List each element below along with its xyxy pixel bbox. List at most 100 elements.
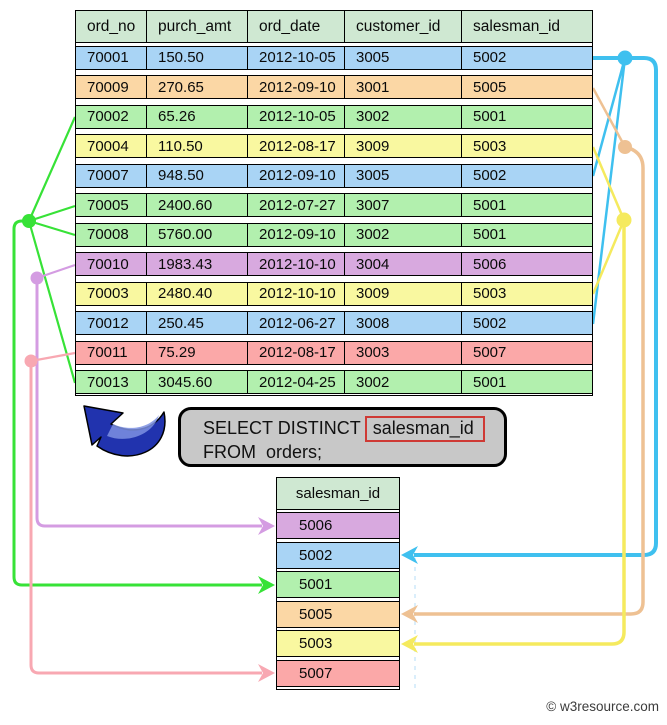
table-cell: 270.65 [146,76,247,98]
table-cell: 3003 [344,341,461,364]
table-cell: 150.50 [146,46,247,69]
table-cell: 250.45 [146,312,247,334]
query-highlighted-column: salesman_id [364,415,485,442]
table-cell: 5001 [461,105,591,128]
table-cell: 70009 [87,78,129,96]
result-value: 5001 [299,576,333,593]
table-cell: 5001 [461,223,591,246]
result-value: 5007 [299,664,333,682]
blue-connector-line [414,56,658,557]
result-row: 5006 [277,512,399,539]
result-value: 5003 [299,635,333,652]
purple-connector-line [35,278,262,528]
table-cell: 2012-06-27 [247,312,344,334]
peach-connector-line [414,145,645,616]
table-cell: 5002 [461,312,591,334]
green-fan-lines [27,116,77,384]
table-cell: 5003 [461,282,591,305]
table-cell: 2012-08-17 [247,341,344,364]
result-table: salesman_id 5006 5002 5001 5005 5003 5007 [276,477,400,690]
table-cell: 3002 [344,371,461,393]
table-cell: 3004 [344,253,461,275]
table-cell: 5005 [461,76,591,98]
table-cell: 5002 [461,46,591,69]
table-cell: 110.50 [146,135,247,157]
table-cell: 5001 [461,194,591,216]
table-cell: 2012-07-27 [247,194,344,216]
table-cell: 70012 [87,314,129,332]
table-cell: 3005 [344,164,461,187]
yellow-connector-line [414,220,626,646]
pink-arrow-right-icon [258,664,275,682]
table-cell: 70008 [87,226,129,243]
yellow-fan-lines [591,146,626,295]
table-cell: 5760.00 [146,223,247,246]
table-cell: 70004 [87,137,129,155]
table-cell: 3002 [344,223,461,246]
table-cell: 3005 [344,46,461,69]
column-header-salesman_id: salesman_id [461,11,591,42]
table-cell: 3009 [344,282,461,305]
table-cell: 2012-10-10 [247,253,344,275]
table-cell: 2012-10-10 [247,282,344,305]
pink-fan-lines [30,351,76,363]
table-cell: 948.50 [146,164,247,187]
table-cell: 3045.60 [146,371,247,393]
table-cell: 5006 [461,253,591,275]
purple-fan-lines [36,263,76,280]
table-cell: 1983.43 [146,253,247,275]
column-header-customer_id: customer_id [344,11,461,42]
green-arrow-right-icon [258,576,275,594]
result-value: 5002 [299,546,333,564]
table-cell: 70005 [87,196,129,214]
result-row: 5002 [277,541,399,569]
curved-arrow-icon [83,405,166,457]
pink-connector-line [29,361,262,675]
table-cell: 70010 [87,255,129,273]
pink-junction-dot [24,354,38,368]
result-table-header: salesman_id [277,478,399,510]
table-cell: 70002 [87,108,129,125]
table-cell: 3001 [344,76,461,98]
blue-arrow-left-icon [401,546,418,564]
table-cell: 65.26 [146,105,247,128]
result-value: 5006 [299,517,333,534]
table-cell: 2012-08-17 [247,135,344,157]
green-junction-dot [22,214,36,228]
table-cell: 70007 [87,167,129,184]
table-cell: 2400.60 [146,194,247,216]
table-cell: 70011 [87,344,128,361]
result-row: 5005 [277,600,399,628]
copyright: © w3resource.com [546,699,659,714]
result-row: 5001 [277,571,399,598]
table-cell: 2012-04-25 [247,371,344,393]
table-cell: 5001 [461,371,591,393]
purple-arrow-right-icon [258,517,275,535]
query-select-distinct: SELECT DISTINCT [203,418,361,438]
table-cell: 3008 [344,312,461,334]
query-line-2: FROM orders; [203,442,323,462]
table-cell: 3007 [344,194,461,216]
table-cell: 70003 [87,285,129,302]
blue-junction-dot [617,50,633,66]
column-header-ord_date: ord_date [247,11,344,42]
table-cell: 70013 [87,373,129,391]
peach-junction-dot [618,140,632,154]
column-header-purch_amt: purch_amt [146,11,247,42]
result-row: 5003 [277,630,399,657]
table-cell: 75.29 [146,341,247,364]
table-cell: 2012-09-10 [247,76,344,98]
table-cell: 3002 [344,105,461,128]
